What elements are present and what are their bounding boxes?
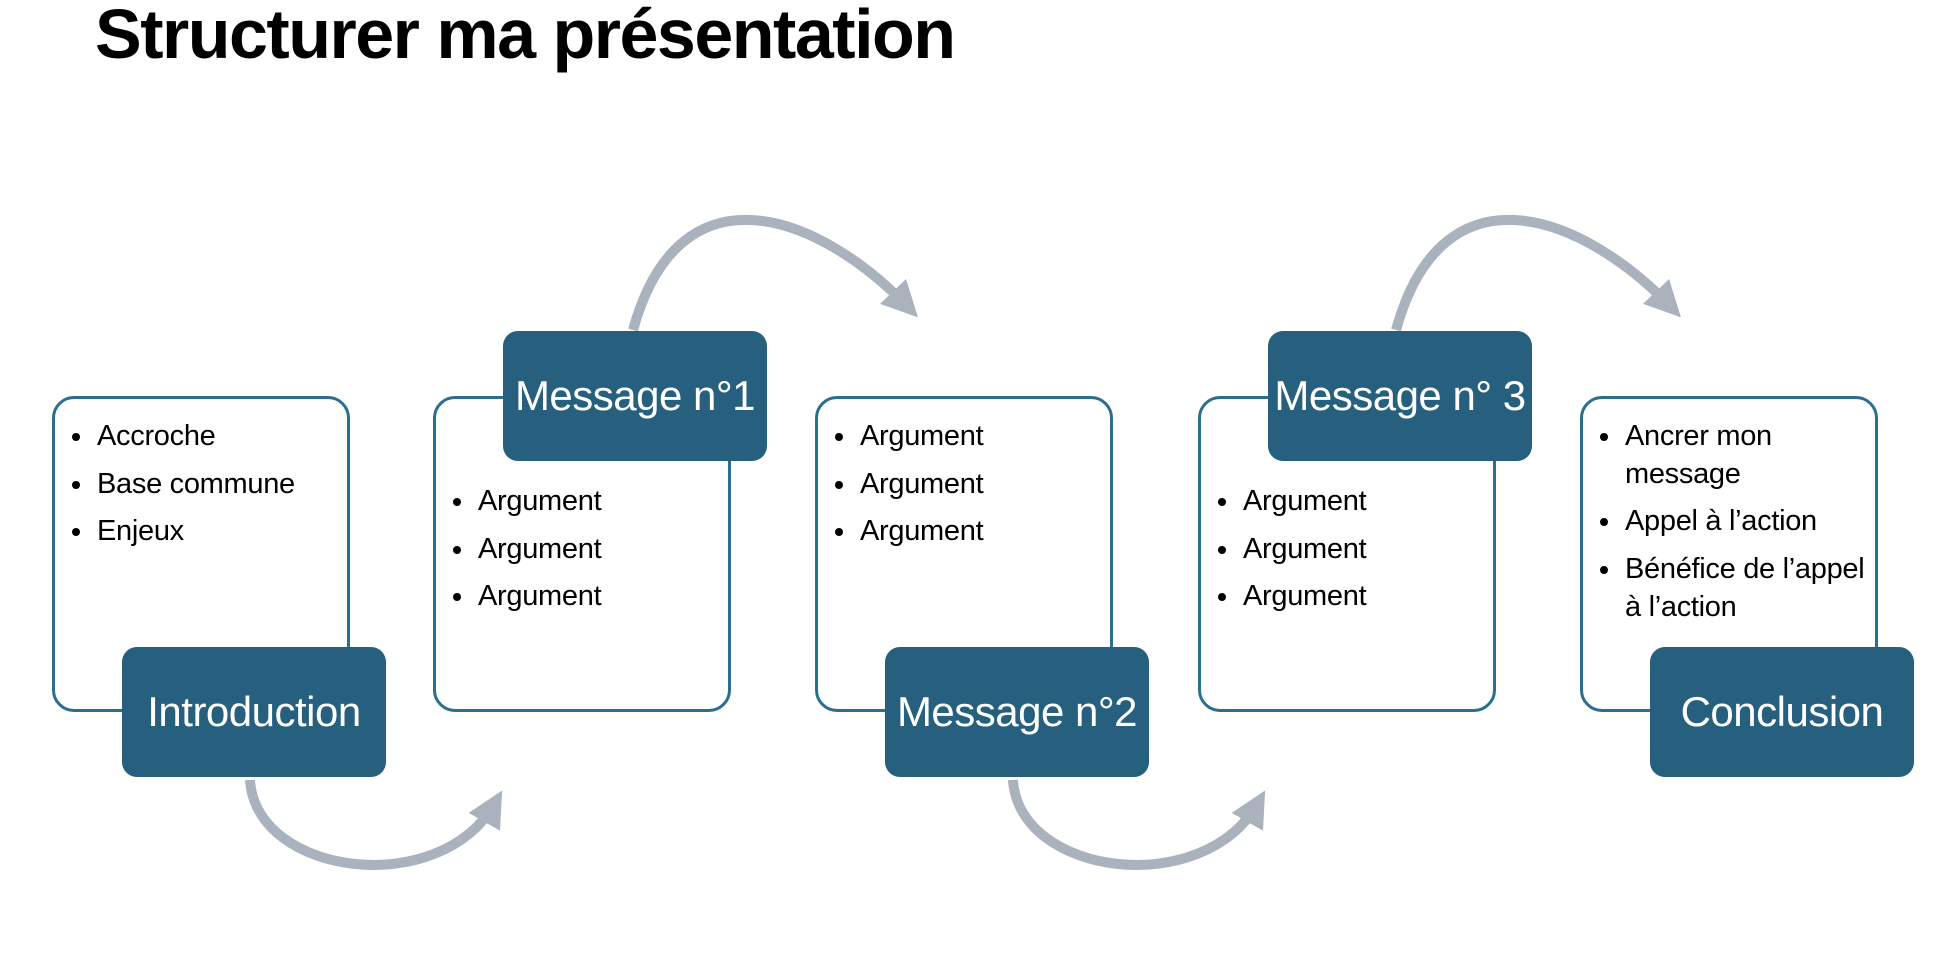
arrow-message-2-to-message-3-icon <box>1008 779 1266 870</box>
bullet-item: Argument <box>476 483 720 521</box>
bullet-item: Appel à l’action <box>1623 503 1867 541</box>
bullet-item: Argument <box>1241 483 1485 521</box>
panel-message-1: ArgumentArgumentArgument Message n°1 <box>433 331 767 712</box>
arrow-message-1-to-message-2-icon <box>628 214 918 332</box>
bullet-list: ArgumentArgumentArgument <box>1201 399 1493 616</box>
panel-introduction: AccrocheBase communeEnjeux Introduction <box>52 396 386 777</box>
arrow-message-3-to-conclusion-icon <box>1391 214 1681 332</box>
bullet-list: Ancrer mon messageAppel à l’actionBénéfi… <box>1583 399 1875 626</box>
bullet-item: Base commune <box>95 466 339 504</box>
bullet-item: Enjeux <box>95 513 339 551</box>
slide-title: Structurer ma présentation <box>95 0 956 73</box>
panel-label-text: Introduction <box>147 688 361 735</box>
bullet-list: ArgumentArgumentArgument <box>436 399 728 616</box>
bullet-item: Argument <box>858 513 1102 551</box>
panel-label-text: Message n°2 <box>896 688 1138 735</box>
bullet-list: ArgumentArgumentArgument <box>818 399 1110 551</box>
bullet-item: Argument <box>476 578 720 616</box>
bullet-item: Argument <box>1241 578 1485 616</box>
label-message-3: Message n° 3 <box>1268 331 1532 461</box>
bullet-item: Argument <box>476 531 720 569</box>
label-conclusion: Conclusion <box>1650 647 1914 777</box>
bullet-item: Accroche <box>95 418 339 456</box>
bullet-item: Bénéfice de l’appel à l’action <box>1623 551 1867 626</box>
bullet-item: Argument <box>858 418 1102 456</box>
panel-label-text: Conclusion <box>1680 688 1884 735</box>
label-message-2: Message n°2 <box>885 647 1149 777</box>
bullet-list: AccrocheBase communeEnjeux <box>55 399 347 551</box>
bullet-item: Argument <box>858 466 1102 504</box>
bullet-item: Ancrer mon message <box>1623 418 1867 493</box>
arrow-introduction-to-message-1-icon <box>245 779 503 870</box>
panel-conclusion: Ancrer mon messageAppel à l’actionBénéfi… <box>1580 396 1914 777</box>
label-message-1: Message n°1 <box>503 331 767 461</box>
label-introduction: Introduction <box>122 647 386 777</box>
panel-label-text: Message n°1 <box>514 372 756 419</box>
bullet-item: Argument <box>1241 531 1485 569</box>
panel-label-text: Message n° 3 <box>1274 372 1526 419</box>
panel-message-2: ArgumentArgumentArgument Message n°2 <box>815 396 1149 777</box>
panel-message-3: ArgumentArgumentArgument Message n° 3 <box>1198 331 1532 712</box>
